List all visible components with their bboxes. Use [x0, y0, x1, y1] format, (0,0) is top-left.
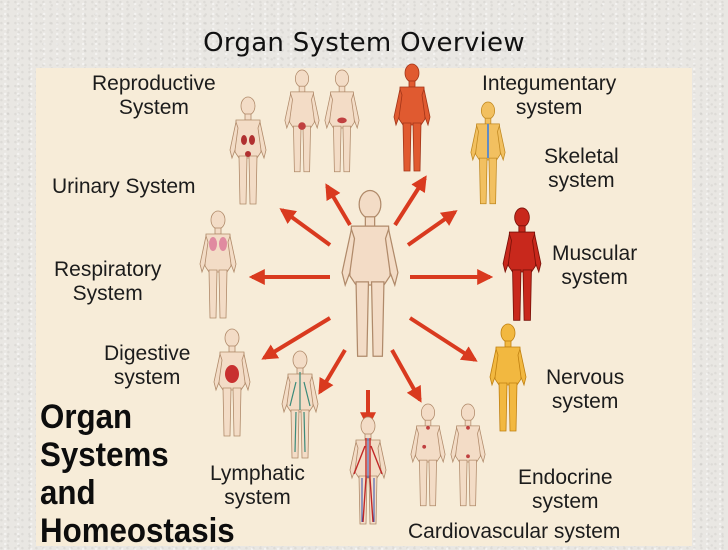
digestive-figure: [213, 328, 251, 437]
label-integumentary: Integumentary system: [482, 72, 617, 119]
arrow-to-lymphatic: [318, 348, 347, 395]
cardiovascular-figure: [349, 416, 387, 525]
urinary-figure: [229, 96, 267, 205]
label-respiratory: Respiratory System: [54, 258, 162, 305]
slide-title: Organ System Overview: [203, 28, 525, 58]
integumentary-figure: [393, 63, 431, 172]
big-title-line-4: Homeostasis: [40, 512, 235, 550]
label-urinary: Urinary System: [52, 175, 196, 198]
arrow-to-reproductive: [325, 183, 352, 227]
center-body-figure: [341, 189, 399, 358]
respiratory-figure: [199, 210, 237, 319]
diagram-big-title: Organ Systems and Homeostasis: [40, 398, 235, 550]
label-nervous: Nervous system: [546, 366, 625, 413]
reproductive-figure-female: [324, 69, 360, 173]
reproductive-figure-male: [284, 69, 320, 173]
arrows: [248, 175, 494, 429]
nervous-figure: [489, 323, 527, 432]
big-title-line-2: Systems: [40, 436, 169, 474]
big-title-line-3: and: [40, 474, 96, 512]
label-muscular: Muscular system: [552, 242, 638, 289]
arrow-to-urinary: [279, 208, 332, 247]
arrow-to-nervous: [408, 316, 478, 362]
lymphatic-figure: [281, 350, 319, 459]
skeletal-figure: [470, 101, 506, 205]
muscular-figure: [502, 207, 542, 321]
arrow-to-endocrine: [390, 349, 422, 403]
endocrine-figure-1: [410, 403, 446, 507]
arrow-to-digestive: [261, 316, 332, 360]
label-reproductive: Reproductive System: [92, 72, 216, 119]
label-skeletal: Skeletal system: [544, 145, 619, 192]
label-digestive: Digestive system: [104, 342, 191, 389]
label-cardiovascular: Cardiovascular system: [408, 520, 621, 543]
arrow-to-integumentary: [393, 175, 427, 227]
endocrine-figure-2: [450, 403, 486, 507]
label-lymphatic: Lymphatic system: [210, 462, 305, 509]
big-title-line-1: Organ: [40, 398, 133, 436]
label-endocrine: Endocrine system: [518, 466, 613, 513]
arrow-to-skeletal: [406, 210, 458, 247]
